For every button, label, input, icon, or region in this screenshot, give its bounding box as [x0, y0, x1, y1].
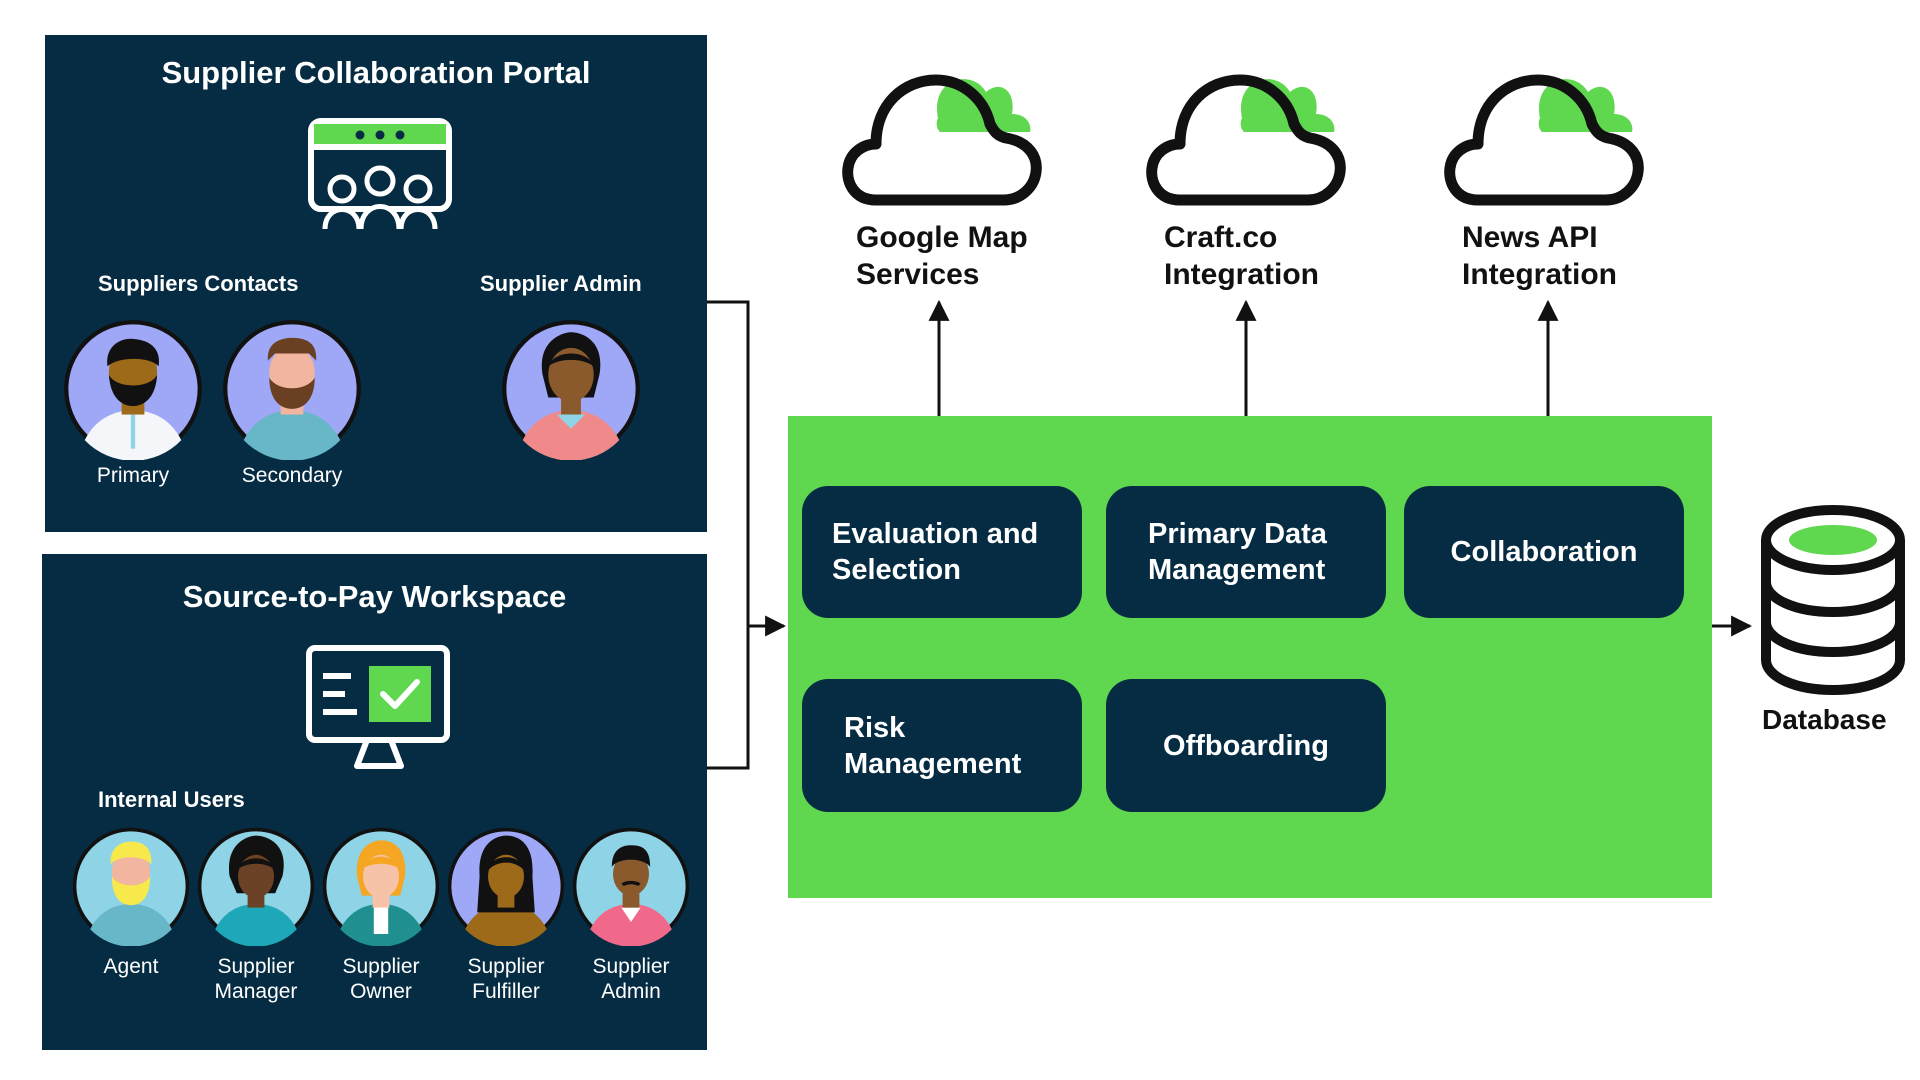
supplier-admin-avatar: [500, 318, 642, 460]
collaboration-module: Collaboration: [1404, 486, 1684, 618]
supplier-manager-caption: Supplier Manager: [214, 955, 298, 1003]
agent-caption: Agent: [103, 955, 159, 978]
suppliers-contacts-label: Suppliers Contacts: [98, 271, 299, 296]
workspace-supplier-admin-caption: Supplier Admin: [592, 955, 670, 1003]
craft-integration-label: Craft.co Integration: [1164, 221, 1319, 291]
workspace-supplier-admin-avatar: [571, 826, 691, 946]
supplier-collaboration-portal-panel: Supplier Collaboration Portal Suppliers …: [45, 35, 707, 532]
portal-connector-line: [707, 300, 750, 770]
agent-avatar: [71, 826, 191, 946]
supplier-fulfiller-avatar: [446, 826, 566, 946]
risk-management-module: Risk Management: [802, 679, 1082, 812]
news-api-integration-label: News API Integration: [1462, 221, 1617, 291]
supplier-owner-caption: Supplier Owner: [342, 955, 420, 1003]
source-to-pay-workspace-panel: Source-to-Pay Workspace Internal Users: [42, 554, 707, 1050]
google-map-services-label: Google Map Services: [856, 221, 1028, 291]
supplier-admin-label: Supplier Admin: [480, 271, 642, 296]
internal-users-label: Internal Users: [98, 787, 245, 812]
primary-data-management-module: Primary Data Management: [1106, 486, 1386, 618]
secondary-contact-avatar: [221, 318, 363, 460]
craft-cloud-icon: [1144, 40, 1354, 208]
database-label: Database: [1762, 704, 1887, 735]
database-icon: [1758, 502, 1908, 698]
news-api-cloud-icon: [1442, 40, 1652, 208]
portal-window-group-icon: [307, 117, 453, 233]
supplier-manager-avatar: [196, 826, 316, 946]
google-map-cloud-icon: [840, 40, 1050, 208]
portal-title: Supplier Collaboration Portal: [161, 55, 591, 90]
offboarding-module: Offboarding: [1106, 679, 1386, 812]
supplier-owner-avatar: [321, 826, 441, 946]
secondary-caption: Secondary: [241, 464, 343, 487]
primary-contact-avatar: [62, 318, 204, 460]
primary-caption: Primary: [96, 464, 170, 487]
evaluation-selection-module: Evaluation and Selection: [802, 486, 1082, 618]
monitor-checklist-icon: [305, 644, 451, 772]
workspace-title: Source-to-Pay Workspace: [182, 579, 567, 614]
supplier-fulfiller-caption: Supplier Fulfiller: [467, 955, 545, 1003]
